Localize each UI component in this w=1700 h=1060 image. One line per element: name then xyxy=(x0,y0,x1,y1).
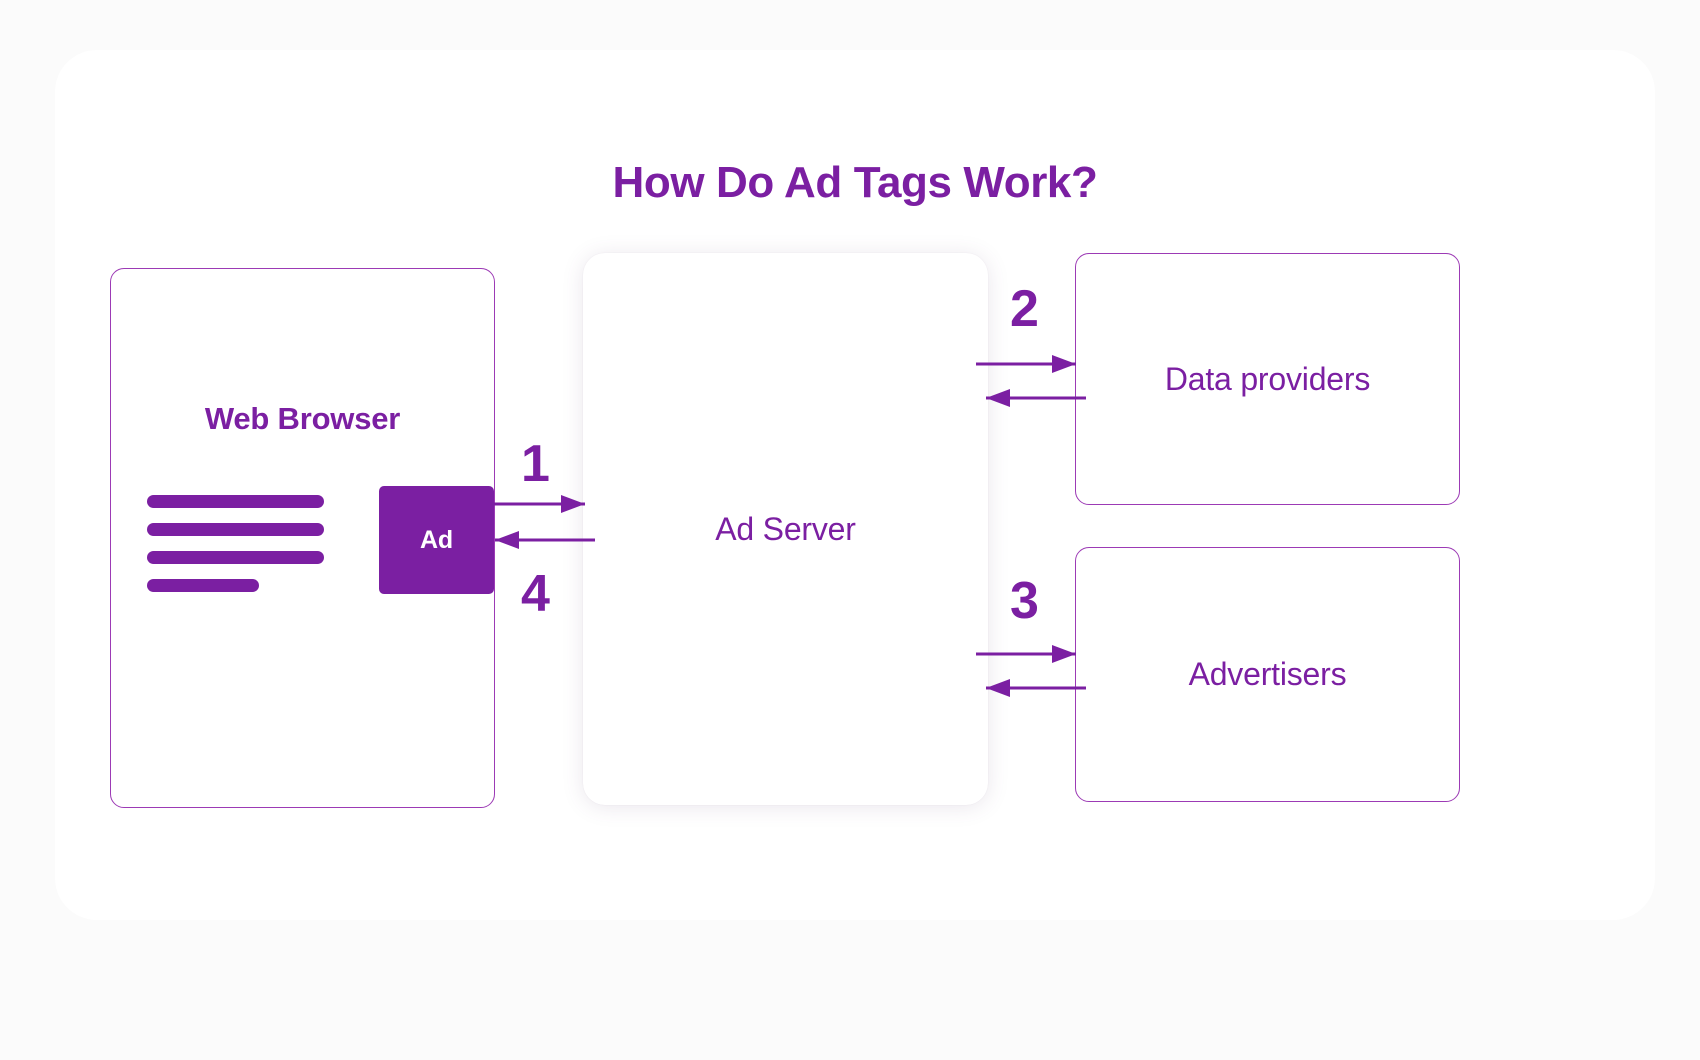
step-number-1: 1 xyxy=(521,435,550,493)
browser-mock-content: Ad xyxy=(147,486,494,605)
ad-slot-label: Ad xyxy=(420,525,453,554)
ad-slot[interactable]: Ad xyxy=(379,486,494,594)
node-data-providers-label: Data providers xyxy=(1164,360,1371,397)
content-line xyxy=(147,495,324,508)
node-web-browser-label: Web Browser xyxy=(204,401,401,436)
step-number-4: 4 xyxy=(521,565,550,623)
step-number-3: 3 xyxy=(1010,572,1039,630)
connector-adserver-advertisers xyxy=(976,645,1086,697)
connector-adserver-data-providers xyxy=(976,355,1086,407)
node-ad-server-label: Ad Server xyxy=(715,510,856,547)
node-ad-server[interactable]: Ad Server xyxy=(583,253,988,805)
step-number-2: 2 xyxy=(1010,280,1039,338)
content-line xyxy=(147,523,324,536)
connector-browser-adserver xyxy=(485,495,595,549)
node-advertisers-label: Advertisers xyxy=(1188,656,1347,692)
node-data-providers[interactable]: Data providers xyxy=(1075,253,1460,505)
diagram-card: How Do Ad Tags Work? Web Browser Ad Ad S… xyxy=(55,50,1655,920)
node-advertisers[interactable]: Advertisers xyxy=(1075,547,1460,802)
page-title: How Do Ad Tags Work? xyxy=(612,158,1098,207)
node-web-browser[interactable]: Web Browser Ad xyxy=(110,268,495,808)
content-line xyxy=(147,551,324,564)
content-line xyxy=(147,579,259,592)
